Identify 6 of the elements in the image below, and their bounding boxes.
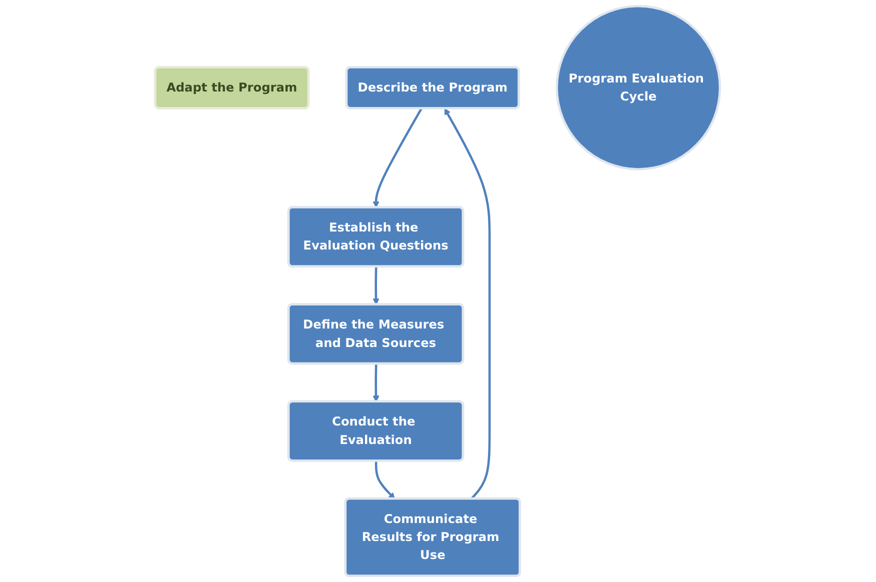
arrow — [444, 108, 492, 500]
arrow — [373, 364, 380, 402]
arrow — [373, 266, 380, 305]
arrow — [375, 460, 396, 500]
arrow — [373, 108, 423, 208]
node-circle: Program Evaluation Cycle — [556, 4, 722, 170]
